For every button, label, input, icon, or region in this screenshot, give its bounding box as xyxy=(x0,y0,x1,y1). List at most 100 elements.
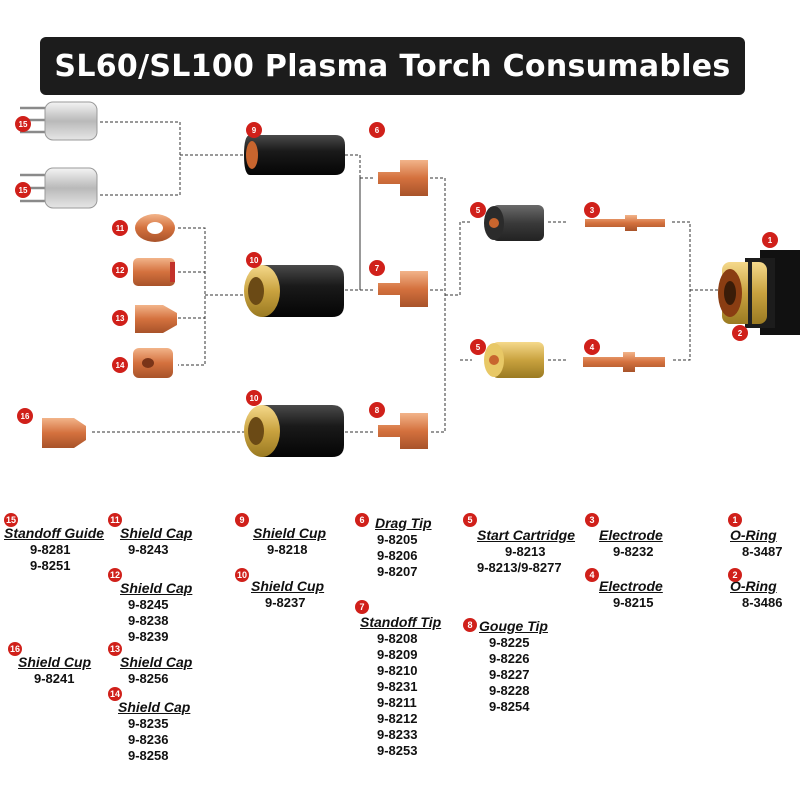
part-code: 9-8258 xyxy=(128,748,169,763)
part-name: O-Ring xyxy=(730,527,777,543)
part-code: 9-8281 xyxy=(30,542,71,557)
part-code: 9-8218 xyxy=(267,542,308,557)
badge-7: 7 xyxy=(369,260,385,276)
part-code: 9-8208 xyxy=(377,631,418,646)
badge-12: 12 xyxy=(112,262,128,278)
part-code: 9-8235 xyxy=(128,716,169,731)
part-8-gouge-tip xyxy=(378,413,428,449)
connector-11-14-to-10 xyxy=(178,227,245,366)
svg-text:5: 5 xyxy=(476,206,481,215)
part-code: 9-8210 xyxy=(377,663,418,678)
legend-10-shield-cup: 10 Shield Cup 9-8237 xyxy=(235,568,324,611)
badge-10a: 10 xyxy=(246,252,262,268)
badge-16: 16 xyxy=(17,408,33,424)
part-code: 9-8232 xyxy=(613,544,654,559)
part-9-shield-cup xyxy=(244,135,345,175)
badge-13: 13 xyxy=(112,310,128,326)
part-5-start-cartridge-b xyxy=(484,342,544,378)
part-4-electrode xyxy=(583,352,665,372)
legend-badge: 7 xyxy=(355,600,369,614)
part-name: Electrode xyxy=(599,527,663,543)
part-code: 9-8212 xyxy=(377,711,418,726)
legend-3-electrode: 3 Electrode 9-8232 xyxy=(585,513,663,560)
legend-badge: 13 xyxy=(108,642,122,656)
part-10-shield-cup-b xyxy=(244,405,344,457)
part-5-start-cartridge-a xyxy=(484,205,544,241)
part-code: 9-8256 xyxy=(128,671,169,686)
svg-text:6: 6 xyxy=(375,126,380,135)
part-torch-body xyxy=(718,250,800,335)
part-code: 8-3487 xyxy=(742,544,783,559)
legend-badge: 4 xyxy=(585,568,599,582)
badge-5b: 5 xyxy=(470,339,486,355)
badge-9: 9 xyxy=(246,122,262,138)
part-15-standoff-guide-a xyxy=(20,101,98,141)
part-code: 9-8206 xyxy=(377,548,418,563)
part-name: Shield Cup xyxy=(253,525,327,541)
legend-badge: 12 xyxy=(108,568,122,582)
part-14-shield-cap xyxy=(133,348,173,378)
part-code: 9-8236 xyxy=(128,732,169,747)
legend-4-electrode: 4 Electrode 9-8215 xyxy=(585,568,663,611)
part-code: 9-8245 xyxy=(128,597,169,612)
parts-diagram: 15 15 11 12 13 14 16 9 10 10 6 7 8 5 5 3… xyxy=(15,101,800,457)
page-title: SL60/SL100 Plasma Torch Consumables xyxy=(54,48,731,84)
part-code: 9-8251 xyxy=(30,558,71,573)
badge-11: 11 xyxy=(112,220,128,236)
svg-text:13: 13 xyxy=(116,314,125,323)
legend-16-shield-cup: 16 Shield Cup 9-8241 xyxy=(8,642,91,687)
badge-6: 6 xyxy=(369,122,385,138)
part-13-shield-cap xyxy=(135,305,177,333)
badge-10b: 10 xyxy=(246,390,262,406)
legend-badge: 11 xyxy=(108,513,122,527)
legend-badge: 9 xyxy=(235,513,249,527)
legend-11-shield-cap: 11 Shield Cap 9-8243 xyxy=(108,513,192,558)
part-6-drag-tip xyxy=(378,160,428,196)
svg-text:10: 10 xyxy=(250,394,259,403)
part-name: Start Cartridge xyxy=(477,527,576,543)
part-3-electrode xyxy=(585,215,665,231)
badge-4: 4 xyxy=(584,339,600,355)
legend-1-o-ring: 1 O-Ring 8-3487 xyxy=(728,513,782,560)
badges: 15 15 11 12 13 14 16 9 10 10 6 7 8 5 5 3… xyxy=(15,116,778,424)
connector-electrodes-to-body xyxy=(672,221,718,361)
part-12-shield-cap xyxy=(133,258,175,286)
part-code: 9-8239 xyxy=(128,629,169,644)
legend-badge: 2 xyxy=(728,568,742,582)
part-code: 9-8211 xyxy=(377,695,417,710)
badge-1: 1 xyxy=(762,232,778,248)
part-code: 9-8215 xyxy=(613,595,654,610)
part-code: 9-8228 xyxy=(489,683,530,698)
connector-15-to-9 xyxy=(100,121,248,196)
legend-badge: 1 xyxy=(728,513,742,527)
part-10-shield-cup-a xyxy=(244,265,344,317)
badge-15a: 15 xyxy=(15,116,31,132)
connector-cartridges-to-electrodes xyxy=(548,221,568,361)
svg-text:5: 5 xyxy=(476,343,481,352)
svg-text:3: 3 xyxy=(590,206,595,215)
svg-text:8: 8 xyxy=(375,406,380,415)
part-code: 9-8205 xyxy=(377,532,418,547)
svg-text:15: 15 xyxy=(19,120,28,129)
svg-text:14: 14 xyxy=(116,361,125,370)
badge-5a: 5 xyxy=(470,202,486,218)
part-name: Electrode xyxy=(599,578,663,594)
legend-13-shield-cap: 13 Shield Cap 9-8256 xyxy=(108,642,192,687)
part-16-shield-cup xyxy=(42,418,86,448)
part-name: Standoff Guide xyxy=(4,525,105,541)
part-15-standoff-guide-b xyxy=(20,167,98,209)
badge-3: 3 xyxy=(584,202,600,218)
part-code: 9-8209 xyxy=(377,647,418,662)
part-name: Shield Cap xyxy=(120,525,193,541)
part-name: Shield Cap xyxy=(120,654,193,670)
part-name: O-Ring xyxy=(730,578,777,594)
part-code: 9-8237 xyxy=(265,595,306,610)
legend-2-o-ring: 2 O-Ring 8-3486 xyxy=(728,568,782,611)
svg-text:11: 11 xyxy=(116,224,125,233)
page-title-banner: SL60/SL100 Plasma Torch Consumables xyxy=(40,37,745,95)
